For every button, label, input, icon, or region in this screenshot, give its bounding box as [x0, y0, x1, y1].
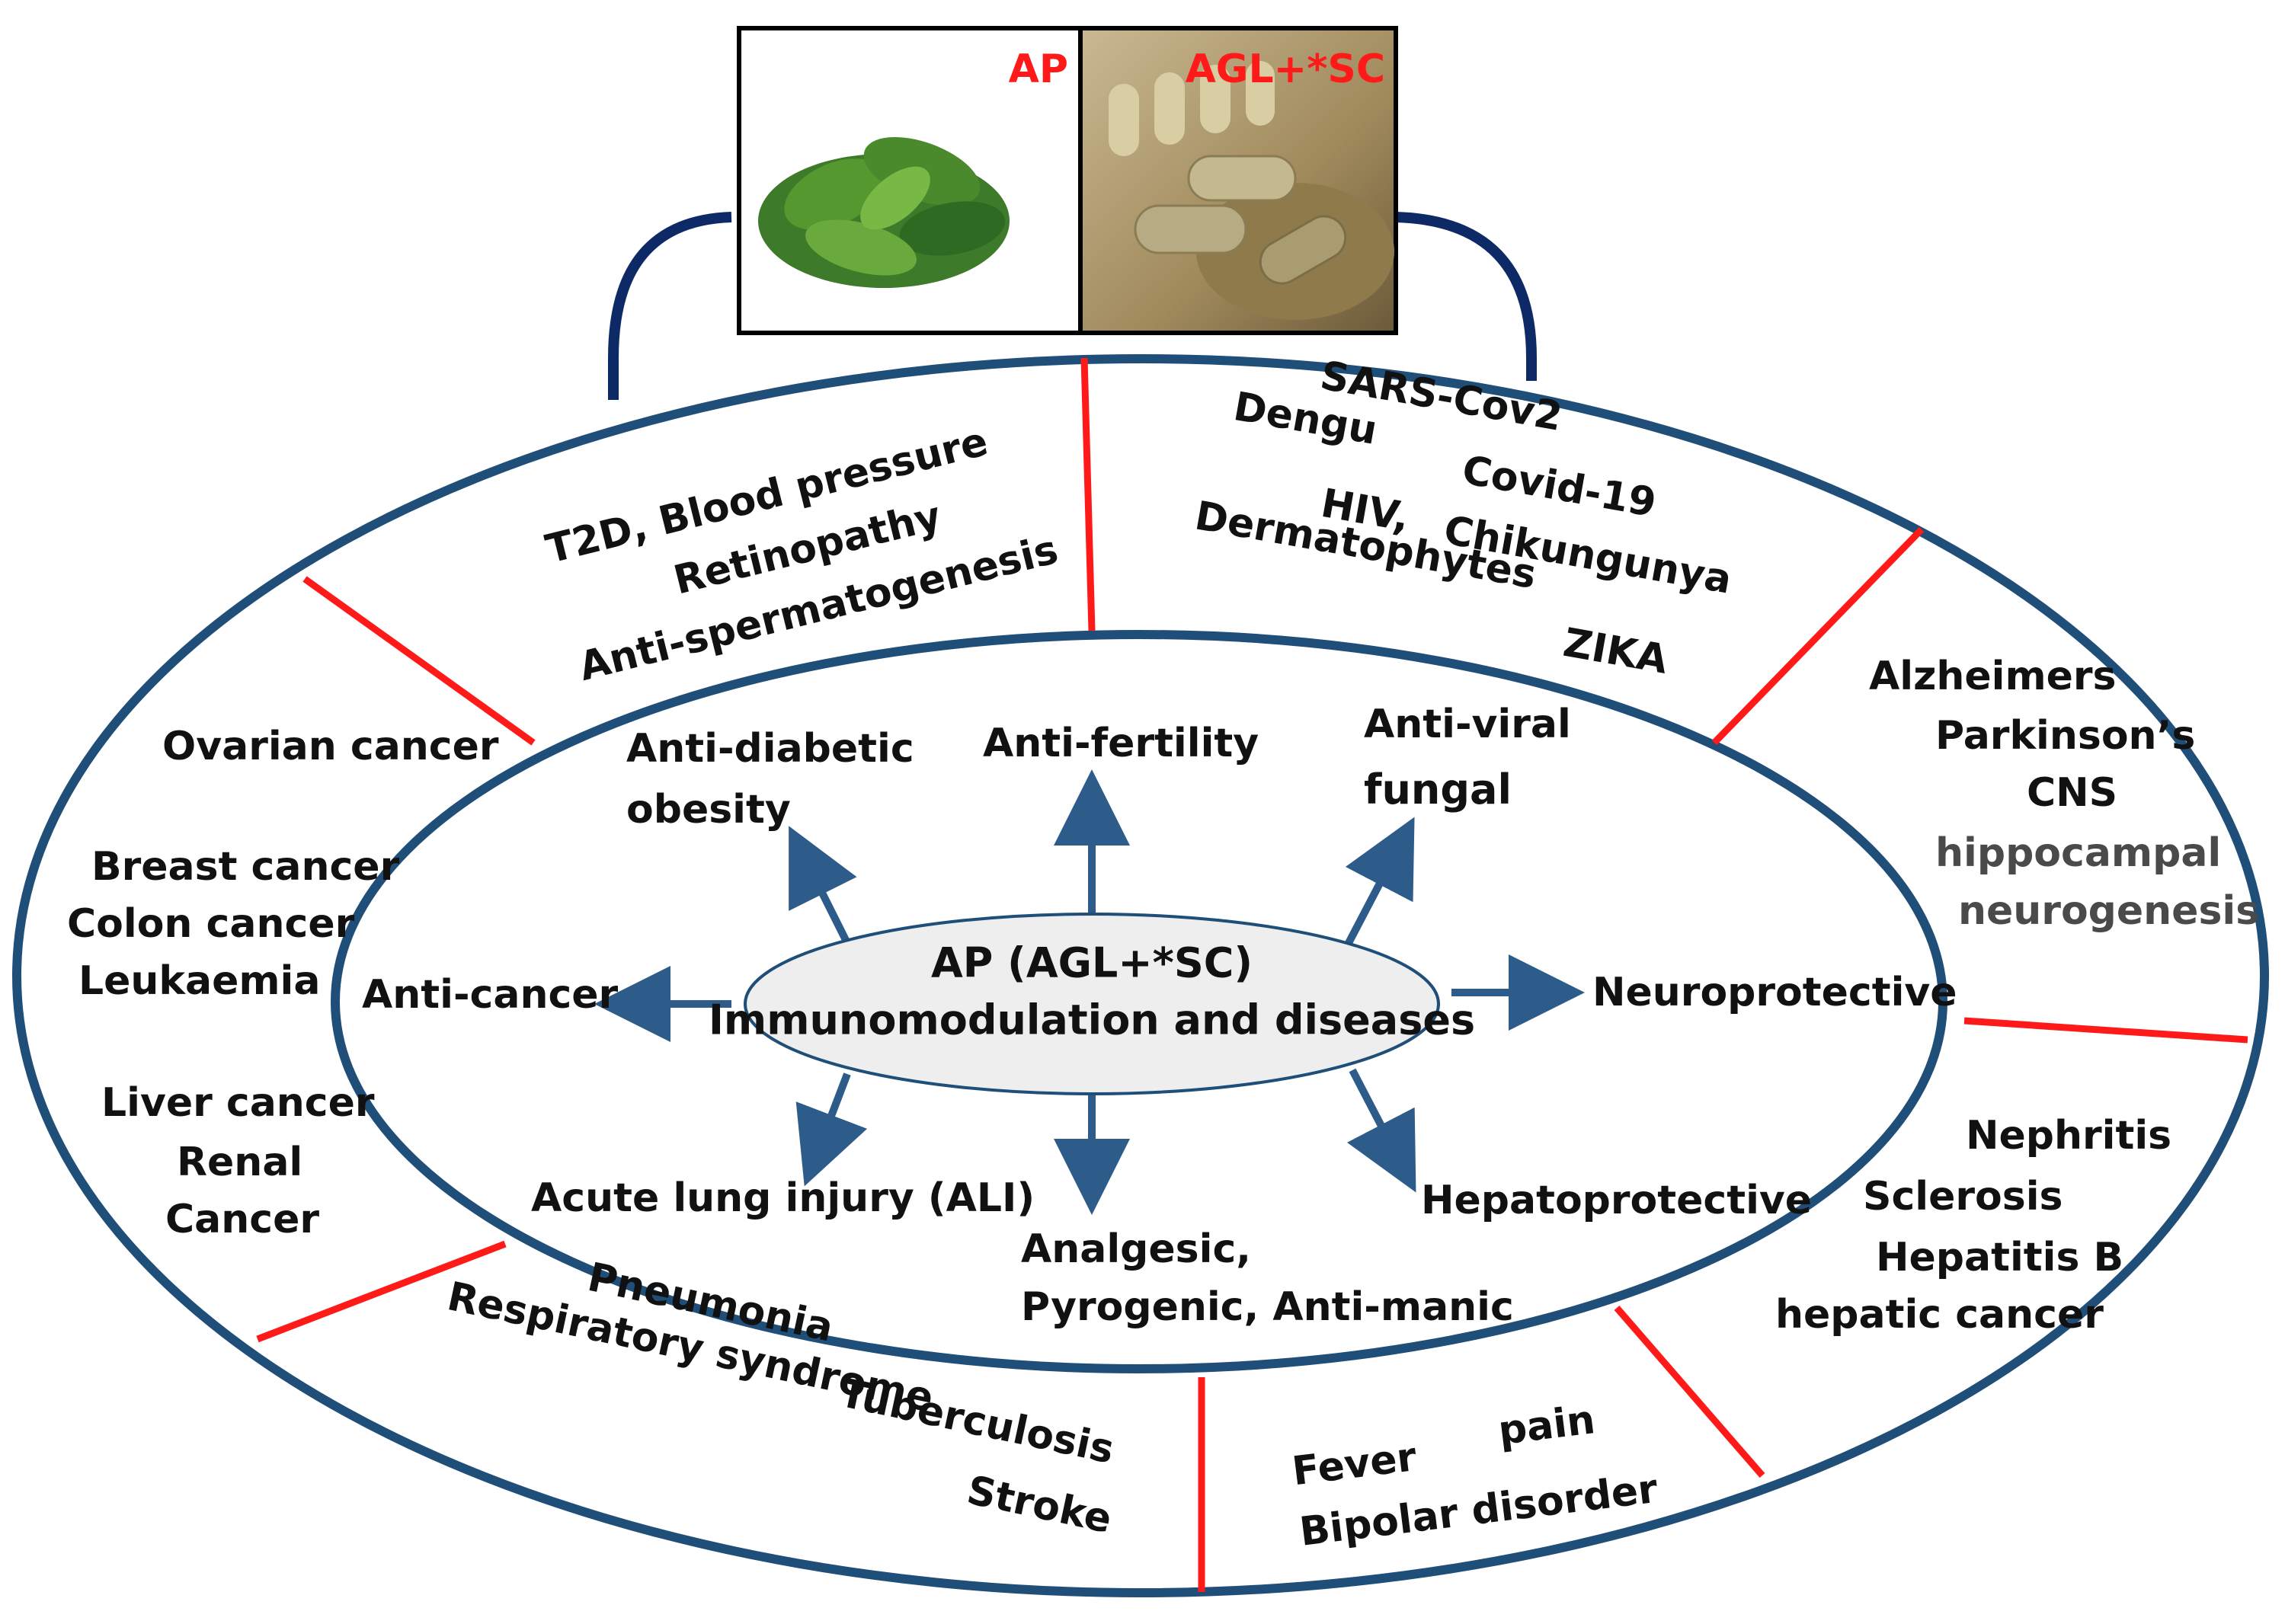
center-arrows	[594, 769, 1585, 1215]
outer-ring	[12, 354, 2269, 1597]
center-subtitle: Immunomodulation and diseases	[709, 996, 1475, 1044]
label-hepatic-cancer: hepatic cancer	[1775, 1292, 2104, 1338]
label-ovarian-cancer: Ovarian cancer	[162, 724, 499, 769]
divider-top	[1080, 357, 1096, 631]
group-pain: Fever pain Bipolar disorder	[1290, 1397, 1660, 1555]
divider-top-left	[302, 576, 536, 746]
label-alzheimers: Alzheimers	[1869, 654, 2117, 699]
label-anti-diabetic: Anti-diabetic	[626, 726, 914, 772]
divider-bottom-left	[256, 1240, 507, 1343]
label-leukaemia: Leukaemia	[78, 958, 320, 1004]
divider-lines	[256, 357, 2248, 1592]
image-tag-ap: AP	[1009, 46, 1068, 92]
label-ali: Acute lung injury (ALI)	[531, 1175, 1035, 1221]
label-anti-cancer: Anti-cancer	[362, 972, 619, 1018]
left-connector-arc	[608, 212, 732, 400]
label-pyrogenic: Pyrogenic, Anti-manic	[1021, 1284, 1514, 1330]
label-cns: CNS	[2027, 770, 2117, 816]
inner-ring	[331, 630, 1947, 1373]
label-anti-fertility: Anti-fertility	[983, 721, 1259, 766]
arrow-to-anti-viral	[1345, 817, 1415, 945]
label-hippocampal: hippocampal	[1935, 830, 2221, 876]
arrow-to-anti-diabetic	[789, 826, 857, 945]
group-metabolic: T2D, Blood pressure Retinopathy Anti-spe…	[542, 419, 1063, 690]
label-sclerosis: Sclerosis	[1863, 1174, 2063, 1220]
label-renal: Renal	[177, 1140, 302, 1185]
label-cancer: Cancer	[165, 1197, 319, 1242]
label-zika: ZIKA	[1560, 620, 1671, 683]
label-anti-viral: Anti-viral	[1364, 702, 1571, 747]
leaf-image: AP	[737, 26, 1083, 335]
divider-right	[1963, 1017, 2248, 1044]
label-hepatitis-b: Hepatitis B	[1876, 1235, 2123, 1280]
label-obesity: obesity	[626, 787, 791, 833]
divider-top-right	[1711, 526, 1925, 746]
center-title: AP (AGL+*SC)	[931, 939, 1253, 987]
label-tuberculosis: Tuberculosis	[836, 1370, 1118, 1473]
label-hepatoprotective: Hepatoprotective	[1421, 1178, 1812, 1223]
arrow-to-hepatoprotective	[1346, 1068, 1416, 1193]
label-breast-cancer: Breast cancer	[91, 844, 400, 890]
label-fungal: fungal	[1364, 766, 1512, 814]
label-pain: pain	[1496, 1397, 1598, 1454]
label-nephritis: Nephritis	[1966, 1113, 2171, 1159]
label-fever: Fever	[1290, 1434, 1419, 1495]
label-parkinsons: Parkinson’s	[1935, 713, 2195, 759]
label-stroke: Stroke	[963, 1467, 1115, 1542]
label-neurogenesis: neurogenesis	[1958, 888, 2259, 934]
label-colon-cancer: Colon cancer	[67, 901, 355, 947]
capsule-image: AGL+*SC	[1078, 26, 1398, 335]
center-node	[744, 913, 1440, 1095]
image-tag-agl: AGL+*SC	[1186, 46, 1385, 92]
arrow-to-ali	[795, 1073, 868, 1187]
divider-bottom-right	[1614, 1306, 1765, 1478]
right-connector-arc	[1395, 212, 1537, 381]
label-liver-cancer: Liver cancer	[101, 1080, 375, 1126]
label-analgesic: Analgesic,	[1021, 1226, 1251, 1272]
label-neuroprotective: Neuroprotective	[1592, 970, 1957, 1015]
